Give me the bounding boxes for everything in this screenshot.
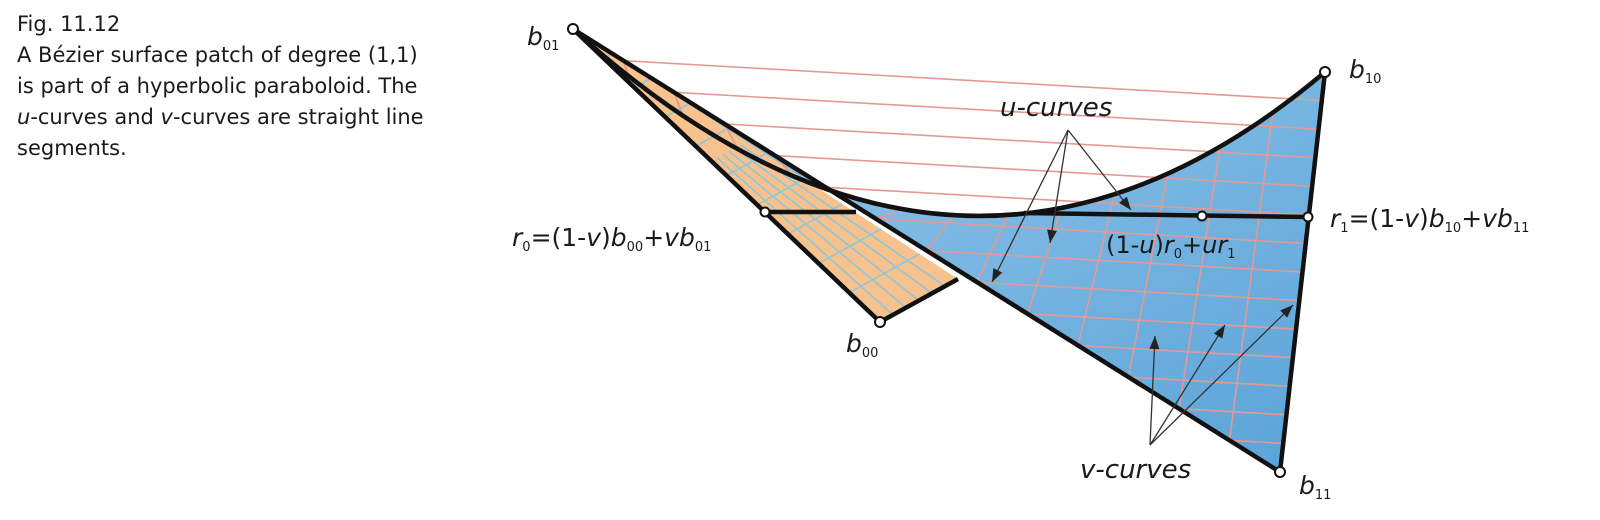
point-interp: [1196, 210, 1208, 222]
label-v-curves: v-curves: [1080, 455, 1191, 485]
patch-orange-face: [573, 29, 958, 322]
point-r1: [1302, 211, 1314, 223]
edge-b01-b00: [571, 27, 882, 324]
edge-b00-fold: [878, 277, 960, 324]
grid-line: [634, 78, 651, 89]
caption-line-4: segments.: [17, 136, 127, 160]
grid-line: [976, 281, 1300, 302]
label-r0-equation: r0=(1-v)b00+vb01: [512, 223, 711, 255]
patch-blue-face: [573, 29, 1325, 472]
grid-line: [925, 214, 956, 251]
grid-line: [695, 128, 728, 147]
edge-b10-b11: [1277, 71, 1328, 473]
edge-b01-b11: [571, 27, 1282, 474]
grid-line: [875, 208, 901, 220]
caption-line-1: A Bézier surface patch of degree (1,1): [17, 43, 418, 67]
grid-line: [976, 214, 1009, 283]
label-interpolation: (1-u)r0+ur1: [1106, 231, 1236, 262]
segment-r0-r1: [1023, 210, 1309, 220]
figure-caption: Fig. 11.12 A Bézier surface patch of deg…: [17, 9, 487, 164]
control-point-b11: [1274, 466, 1286, 478]
grid-line: [1077, 194, 1116, 346]
grid-line: [1178, 146, 1222, 409]
grid-line: [673, 91, 684, 117]
grid-line: [623, 59, 1322, 102]
point-r0: [759, 206, 771, 218]
pointer-arrowheads: [992, 196, 1293, 350]
label-b00: b00: [846, 329, 878, 361]
grid-line: [825, 186, 1309, 216]
caption-figure-number: Fig. 11.12: [17, 12, 121, 36]
grid-line: [722, 153, 907, 309]
caption-line-2: is part of a hyperbolic paraboloid. The: [17, 74, 418, 98]
grid-line: [734, 147, 933, 294]
grid-line: [1229, 439, 1284, 445]
control-point-b01: [567, 23, 579, 35]
caption-line-3: u-curves and v-curves are straight line: [17, 105, 424, 129]
grid-line: [1026, 207, 1063, 315]
grid-line: [1127, 173, 1169, 378]
grid-line: [1077, 344, 1293, 359]
control-point-b10: [1319, 66, 1331, 78]
grid-line: [1228, 112, 1274, 441]
grid-line: [716, 157, 894, 316]
grid-line: [1128, 376, 1290, 388]
grid-line: [723, 123, 739, 150]
boundary-curve-top: [571, 27, 1327, 219]
grid-line: [673, 91, 1319, 130]
label-b10: b10: [1349, 55, 1381, 87]
label-r1-equation: r1=(1-v)b10+vb11: [1330, 204, 1529, 236]
label-b11: b11: [1299, 471, 1331, 503]
control-point-b00: [874, 316, 886, 328]
grid-line: [1027, 312, 1297, 330]
grid-line: [724, 123, 1316, 159]
label-b01: b01: [527, 22, 559, 54]
grid-line: [774, 154, 1313, 188]
grid-line: [728, 150, 920, 302]
u-curve-pointer-lines: [991, 129, 1294, 446]
label-u-curves: u-curves: [1000, 93, 1112, 123]
